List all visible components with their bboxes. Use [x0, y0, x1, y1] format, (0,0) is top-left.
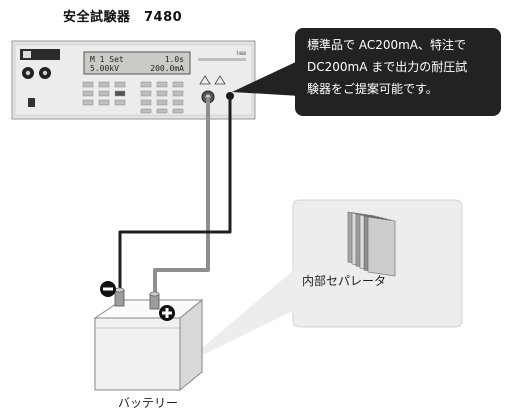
separator-label: 内部セパレータ [302, 274, 387, 288]
lcd-line1-left: M 1 Set [90, 55, 124, 64]
button-grid-left [82, 81, 126, 106]
callout-line-2: DC200mA まで出力の耐圧試 [307, 60, 468, 74]
battery [93, 281, 204, 392]
callout-box [295, 28, 501, 116]
negative-terminal [114, 289, 125, 307]
callout-line-3: 験器をご提案可能です。 [307, 82, 438, 96]
test-leads [118, 96, 232, 300]
battery-front [94, 317, 181, 391]
hv-lead [153, 97, 210, 300]
separator-sheets-icon [347, 211, 396, 277]
lcd-line2-right: 200.0mA [150, 64, 184, 73]
power-switch [28, 98, 35, 107]
return-lead [118, 96, 232, 296]
lcd-display [83, 51, 191, 75]
panel-model-number: 7480 [236, 51, 247, 56]
battery-label: バッテリー [118, 396, 179, 410]
button-grid-right [140, 81, 184, 114]
callout-text: 標準品で AC200mA、特注で DC200mA まで出力の耐圧試 験器をご提案… [307, 34, 499, 100]
separator-callout-pointer [182, 262, 303, 365]
lcd-line1-right: 1.0s [165, 55, 184, 64]
lcd-line2-left: 5.00kV [90, 64, 119, 73]
device-title: 安全試験器 7480 [63, 10, 183, 25]
warning-icon-2 [214, 75, 226, 85]
callout-pointer [232, 60, 300, 96]
brand-logo [20, 49, 60, 60]
callout-line-1: 標準品で AC200mA、特注で [307, 38, 466, 52]
safety-tester-device [11, 40, 256, 120]
warning-icon [199, 75, 211, 85]
